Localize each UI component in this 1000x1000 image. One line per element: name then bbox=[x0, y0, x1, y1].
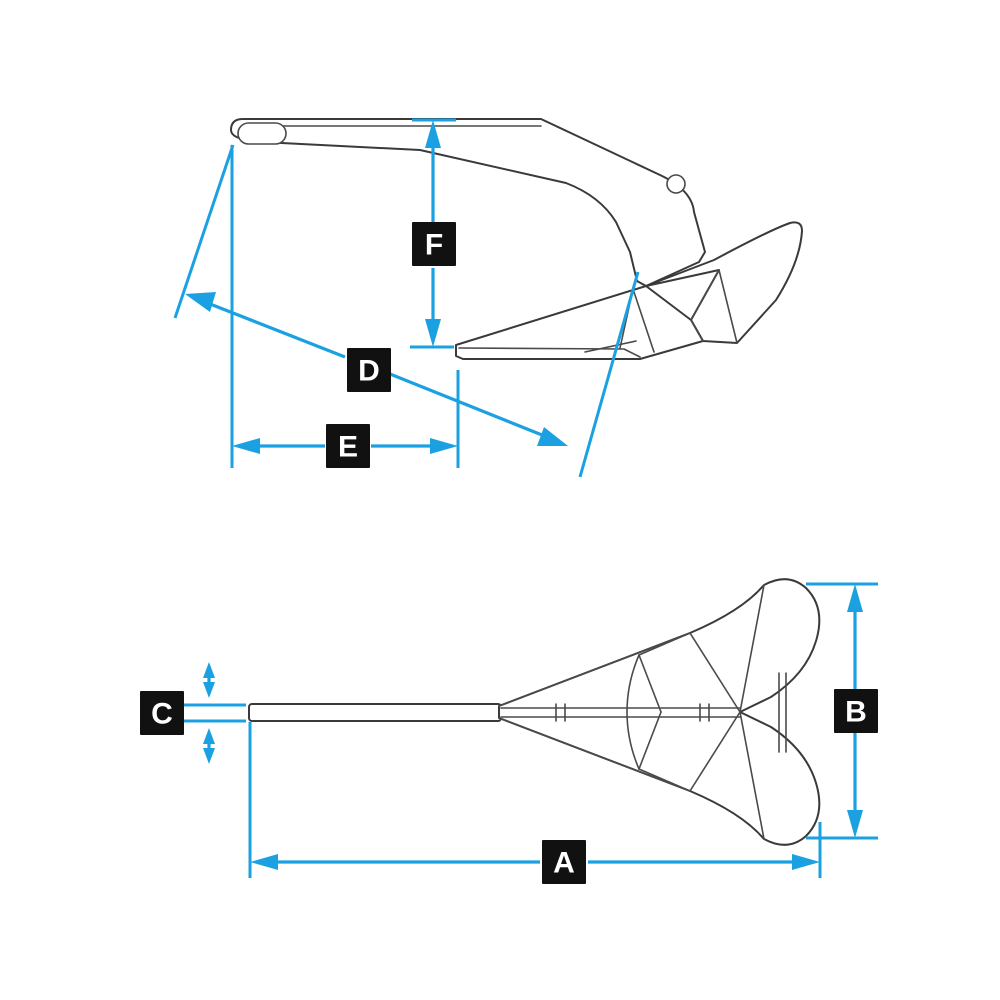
fluke-side-fold-line-3 bbox=[690, 319, 704, 342]
crown-hole-icon bbox=[666, 174, 686, 194]
dimension-A: A bbox=[248, 722, 822, 884]
dimension-B-arrow-up bbox=[847, 584, 863, 612]
dimension-F-arrow-up bbox=[425, 120, 441, 148]
dimension-C-arrow-toward-bottom bbox=[203, 728, 215, 744]
dimension-E: E bbox=[232, 424, 458, 468]
dimension-E-label: E bbox=[326, 424, 370, 468]
fluke-plan-fold-7 bbox=[626, 654, 640, 770]
dimension-D-ext-lower bbox=[578, 271, 640, 478]
fluke-side-fold-line-2 bbox=[718, 269, 738, 344]
dimension-E-arrow-left bbox=[232, 438, 260, 454]
dimension-D-ext-upper bbox=[173, 144, 235, 319]
dimension-C: C bbox=[140, 662, 246, 764]
dimension-A-arrow-left bbox=[250, 854, 278, 870]
dimension-D-arrow-right bbox=[537, 427, 568, 446]
dimension-D-arrow-left bbox=[185, 292, 216, 312]
shank-side-outline bbox=[230, 118, 706, 287]
dimension-C-arrow-up bbox=[203, 662, 215, 678]
dimension-C-arrow-down bbox=[203, 748, 215, 764]
fluke-plan-fold-4 bbox=[739, 711, 765, 840]
fluke-plan-fold-2 bbox=[689, 711, 741, 792]
dimension-D-label: D bbox=[347, 348, 391, 392]
dimension-D: D bbox=[173, 144, 640, 478]
dimension-F-arrow-down bbox=[425, 319, 441, 347]
dimension-E-label-text: E bbox=[338, 431, 358, 464]
shank-eye-hole bbox=[237, 122, 287, 145]
dimension-B-label-text: B bbox=[845, 696, 867, 729]
dimension-D-label-text: D bbox=[358, 355, 380, 388]
fluke-side-fold-line-1 bbox=[690, 269, 720, 321]
dimension-C-label: C bbox=[140, 691, 184, 735]
fluke-plan-stock-bar bbox=[778, 672, 787, 753]
fluke-plan-taper-bottom bbox=[498, 717, 691, 792]
fluke-plan-taper-top bbox=[498, 632, 691, 707]
fluke-tip-inner-line bbox=[584, 340, 637, 353]
dimension-F-label: F bbox=[412, 222, 456, 266]
dimension-C-arrow-toward-top bbox=[203, 682, 215, 698]
plan-view-group bbox=[248, 578, 821, 846]
dimension-C-label-text: C bbox=[151, 698, 173, 731]
fluke-plan-outline bbox=[498, 578, 821, 846]
dimension-B: B bbox=[806, 582, 878, 840]
fluke-plan-fold-3 bbox=[739, 584, 765, 713]
dimension-A-label-text: A bbox=[553, 847, 575, 880]
dimension-A-arrow-right bbox=[792, 854, 820, 870]
fluke-tip-edge bbox=[458, 347, 641, 358]
fluke-side-upper-plate bbox=[645, 221, 803, 344]
dimension-A-label: A bbox=[542, 840, 586, 884]
side-view-group bbox=[230, 118, 803, 360]
dimension-B-arrow-down bbox=[847, 810, 863, 838]
dimension-F-label-text: F bbox=[425, 229, 443, 262]
dimension-B-label: B bbox=[834, 689, 878, 733]
dimension-E-arrow-right bbox=[430, 438, 458, 454]
dimension-F: F bbox=[410, 118, 456, 349]
shank-plan-outline bbox=[248, 703, 502, 722]
dimension-D-line bbox=[204, 300, 548, 439]
fluke-plan-fold-1 bbox=[689, 632, 741, 713]
